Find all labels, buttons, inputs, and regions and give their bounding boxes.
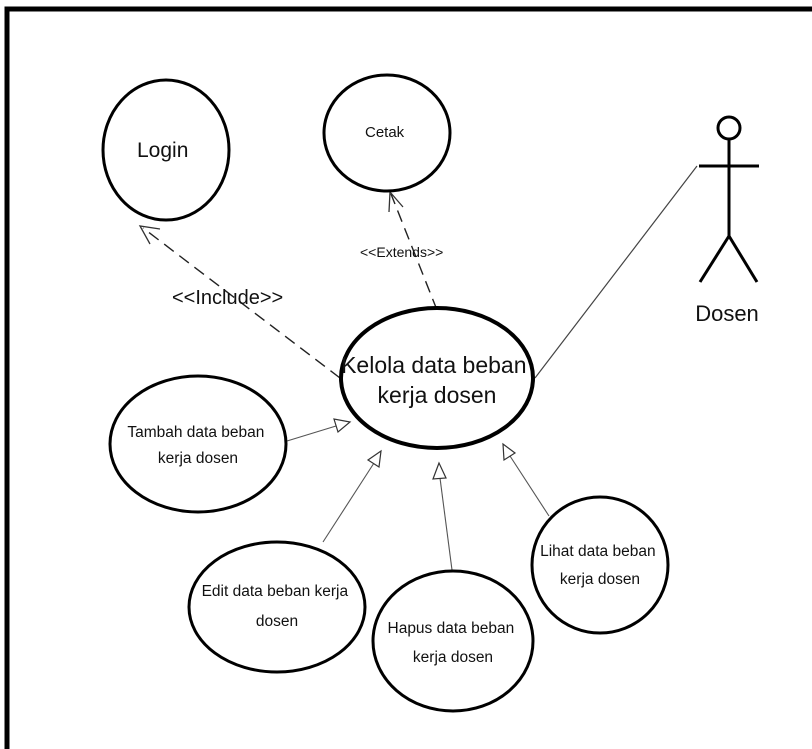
actor-left-leg: [698, 235, 731, 283]
lihat-label: Lihat data beban kerja dosen: [540, 543, 660, 588]
generalization-arrowhead: [432, 461, 447, 480]
generalization-lihat: [509, 455, 550, 517]
edit-label: Edit data beban kerja dosen: [202, 583, 353, 630]
generalization-arrowhead: [502, 442, 517, 462]
kelola-label: Kelola data beban kerja dosen: [341, 352, 533, 408]
actor-right-leg: [727, 235, 759, 283]
use-case-tambah: [108, 374, 288, 514]
use-case-edit: [187, 540, 367, 674]
use-case-cetak: [322, 73, 452, 193]
include-relation-line: [142, 227, 341, 379]
use-case-kelola: [339, 306, 535, 450]
generalization-edit: [322, 462, 375, 543]
actor-dosen: [698, 115, 759, 283]
generalization-arrowhead: [366, 449, 382, 469]
include-label: <<Include>>: [172, 287, 283, 309]
use-case-lihat: [530, 495, 670, 635]
actor-label: Dosen: [695, 301, 759, 326]
login-label: Login: [137, 139, 188, 162]
extends-relation-line: [390, 193, 438, 311]
generalization-hapus: [439, 477, 453, 571]
association-line: [534, 165, 698, 379]
use-case-login: [101, 78, 231, 222]
tambah-label: Tambah data beban kerja dosen: [127, 424, 268, 467]
extends-label: <<Extends>>: [360, 244, 443, 260]
use-case-hapus: [371, 569, 535, 713]
generalization-arrowhead: [333, 418, 352, 434]
generalization-tambah: [286, 425, 337, 442]
actor-head: [716, 115, 742, 141]
hapus-label: Hapus data beban kerja dosen: [388, 620, 519, 666]
include-arrowhead: [138, 225, 161, 245]
diagram-frame: [4, 6, 812, 749]
cetak-label: Cetak: [365, 124, 405, 141]
